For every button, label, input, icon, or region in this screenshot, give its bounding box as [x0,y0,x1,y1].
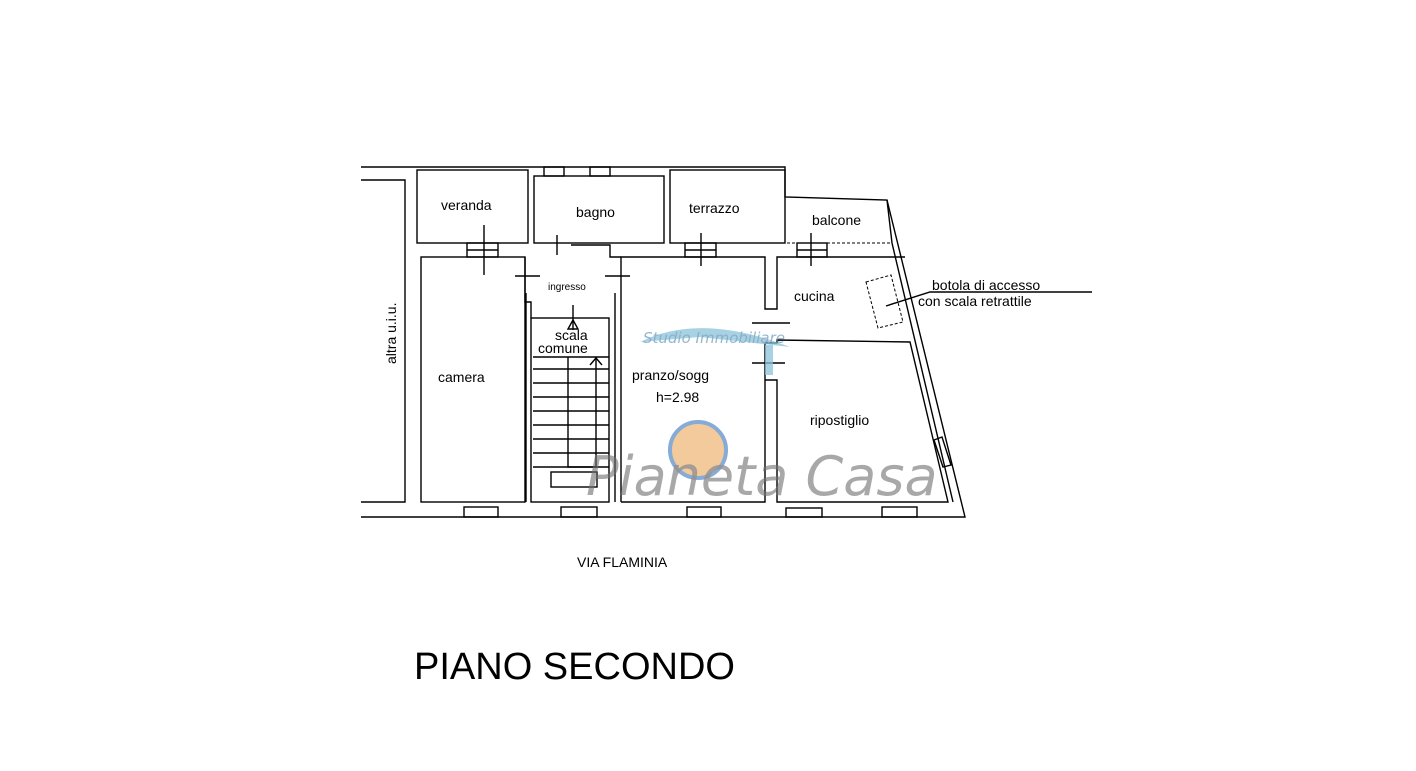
note-botola-1: botola di accesso [932,277,1040,293]
label-camera: camera [438,369,485,385]
label-cucina: cucina [794,288,835,304]
label-height: h=2.98 [656,389,699,405]
watermark-line2: Pianeta Casa [586,445,938,508]
label-altra-uiu: altra u.i.u. [383,303,399,364]
label-balcone: balcone [812,212,861,228]
label-terrazzo: terrazzo [689,200,740,216]
hatch-outline [865,274,904,329]
watermark-line1: Studio Immobiliare [643,329,785,347]
street-label: VIA FLAMINIA [577,554,668,570]
balcone-outline [784,205,890,244]
leader-line [885,291,1092,307]
label-veranda: veranda [441,197,492,213]
stairs [533,356,609,488]
label-ingresso: ingresso [548,282,586,293]
label-bagno: bagno [576,204,615,220]
label-ripostiglio: ripostiglio [810,412,869,428]
label-comune: comune [538,340,588,356]
outer-walls [361,166,966,518]
label-pranzo: pranzo/sogg [632,367,709,383]
floor-title: PIANO SECONDO [414,646,735,688]
watermark-logo: Studio Immobiliare Pianeta Casa [586,328,938,508]
note-botola-2: con scala retrattile [918,293,1032,309]
label-scala: scala [555,327,588,343]
interior-walls [420,235,949,503]
